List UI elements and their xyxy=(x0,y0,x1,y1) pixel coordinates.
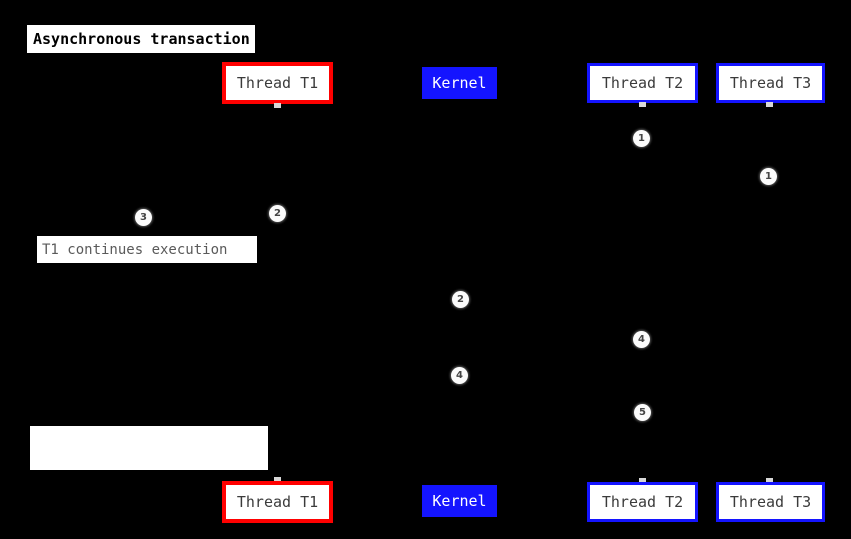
lifeline-footer-thread-t2[interactable]: Thread T2 xyxy=(587,482,698,522)
step-badge-2: 2 xyxy=(452,291,469,308)
lifeline-header-thread-t1[interactable]: Thread T1 xyxy=(222,62,333,104)
note-box: T1 continues execution xyxy=(37,236,257,263)
step-badge-5: 5 xyxy=(634,404,651,421)
lifeline-header-thread-t3[interactable]: Thread T3 xyxy=(716,63,825,103)
lifeline-connector-nub xyxy=(274,103,281,108)
blank-note-panel xyxy=(30,426,268,470)
lifeline-footer-thread-t1[interactable]: Thread T1 xyxy=(222,481,333,523)
lifeline-header-thread-t2[interactable]: Thread T2 xyxy=(587,63,698,103)
lifeline-connector-nub xyxy=(639,102,646,107)
step-badge-1: 1 xyxy=(760,168,777,185)
lifeline-connector-nub xyxy=(639,478,646,483)
lifeline-connector-nub xyxy=(766,478,773,483)
step-badge-4: 4 xyxy=(633,331,650,348)
lifeline-footer-kernel[interactable]: Kernel xyxy=(422,485,497,517)
step-badge-3: 3 xyxy=(135,209,152,226)
lifeline-connector-nub xyxy=(766,102,773,107)
step-badge-2: 2 xyxy=(269,205,286,222)
lifeline-header-kernel[interactable]: Kernel xyxy=(422,67,497,99)
diagram-title: Asynchronous transaction xyxy=(27,25,255,53)
lifeline-connector-nub xyxy=(274,477,281,482)
step-badge-1: 1 xyxy=(633,130,650,147)
step-badge-4: 4 xyxy=(451,367,468,384)
lifeline-footer-thread-t3[interactable]: Thread T3 xyxy=(716,482,825,522)
